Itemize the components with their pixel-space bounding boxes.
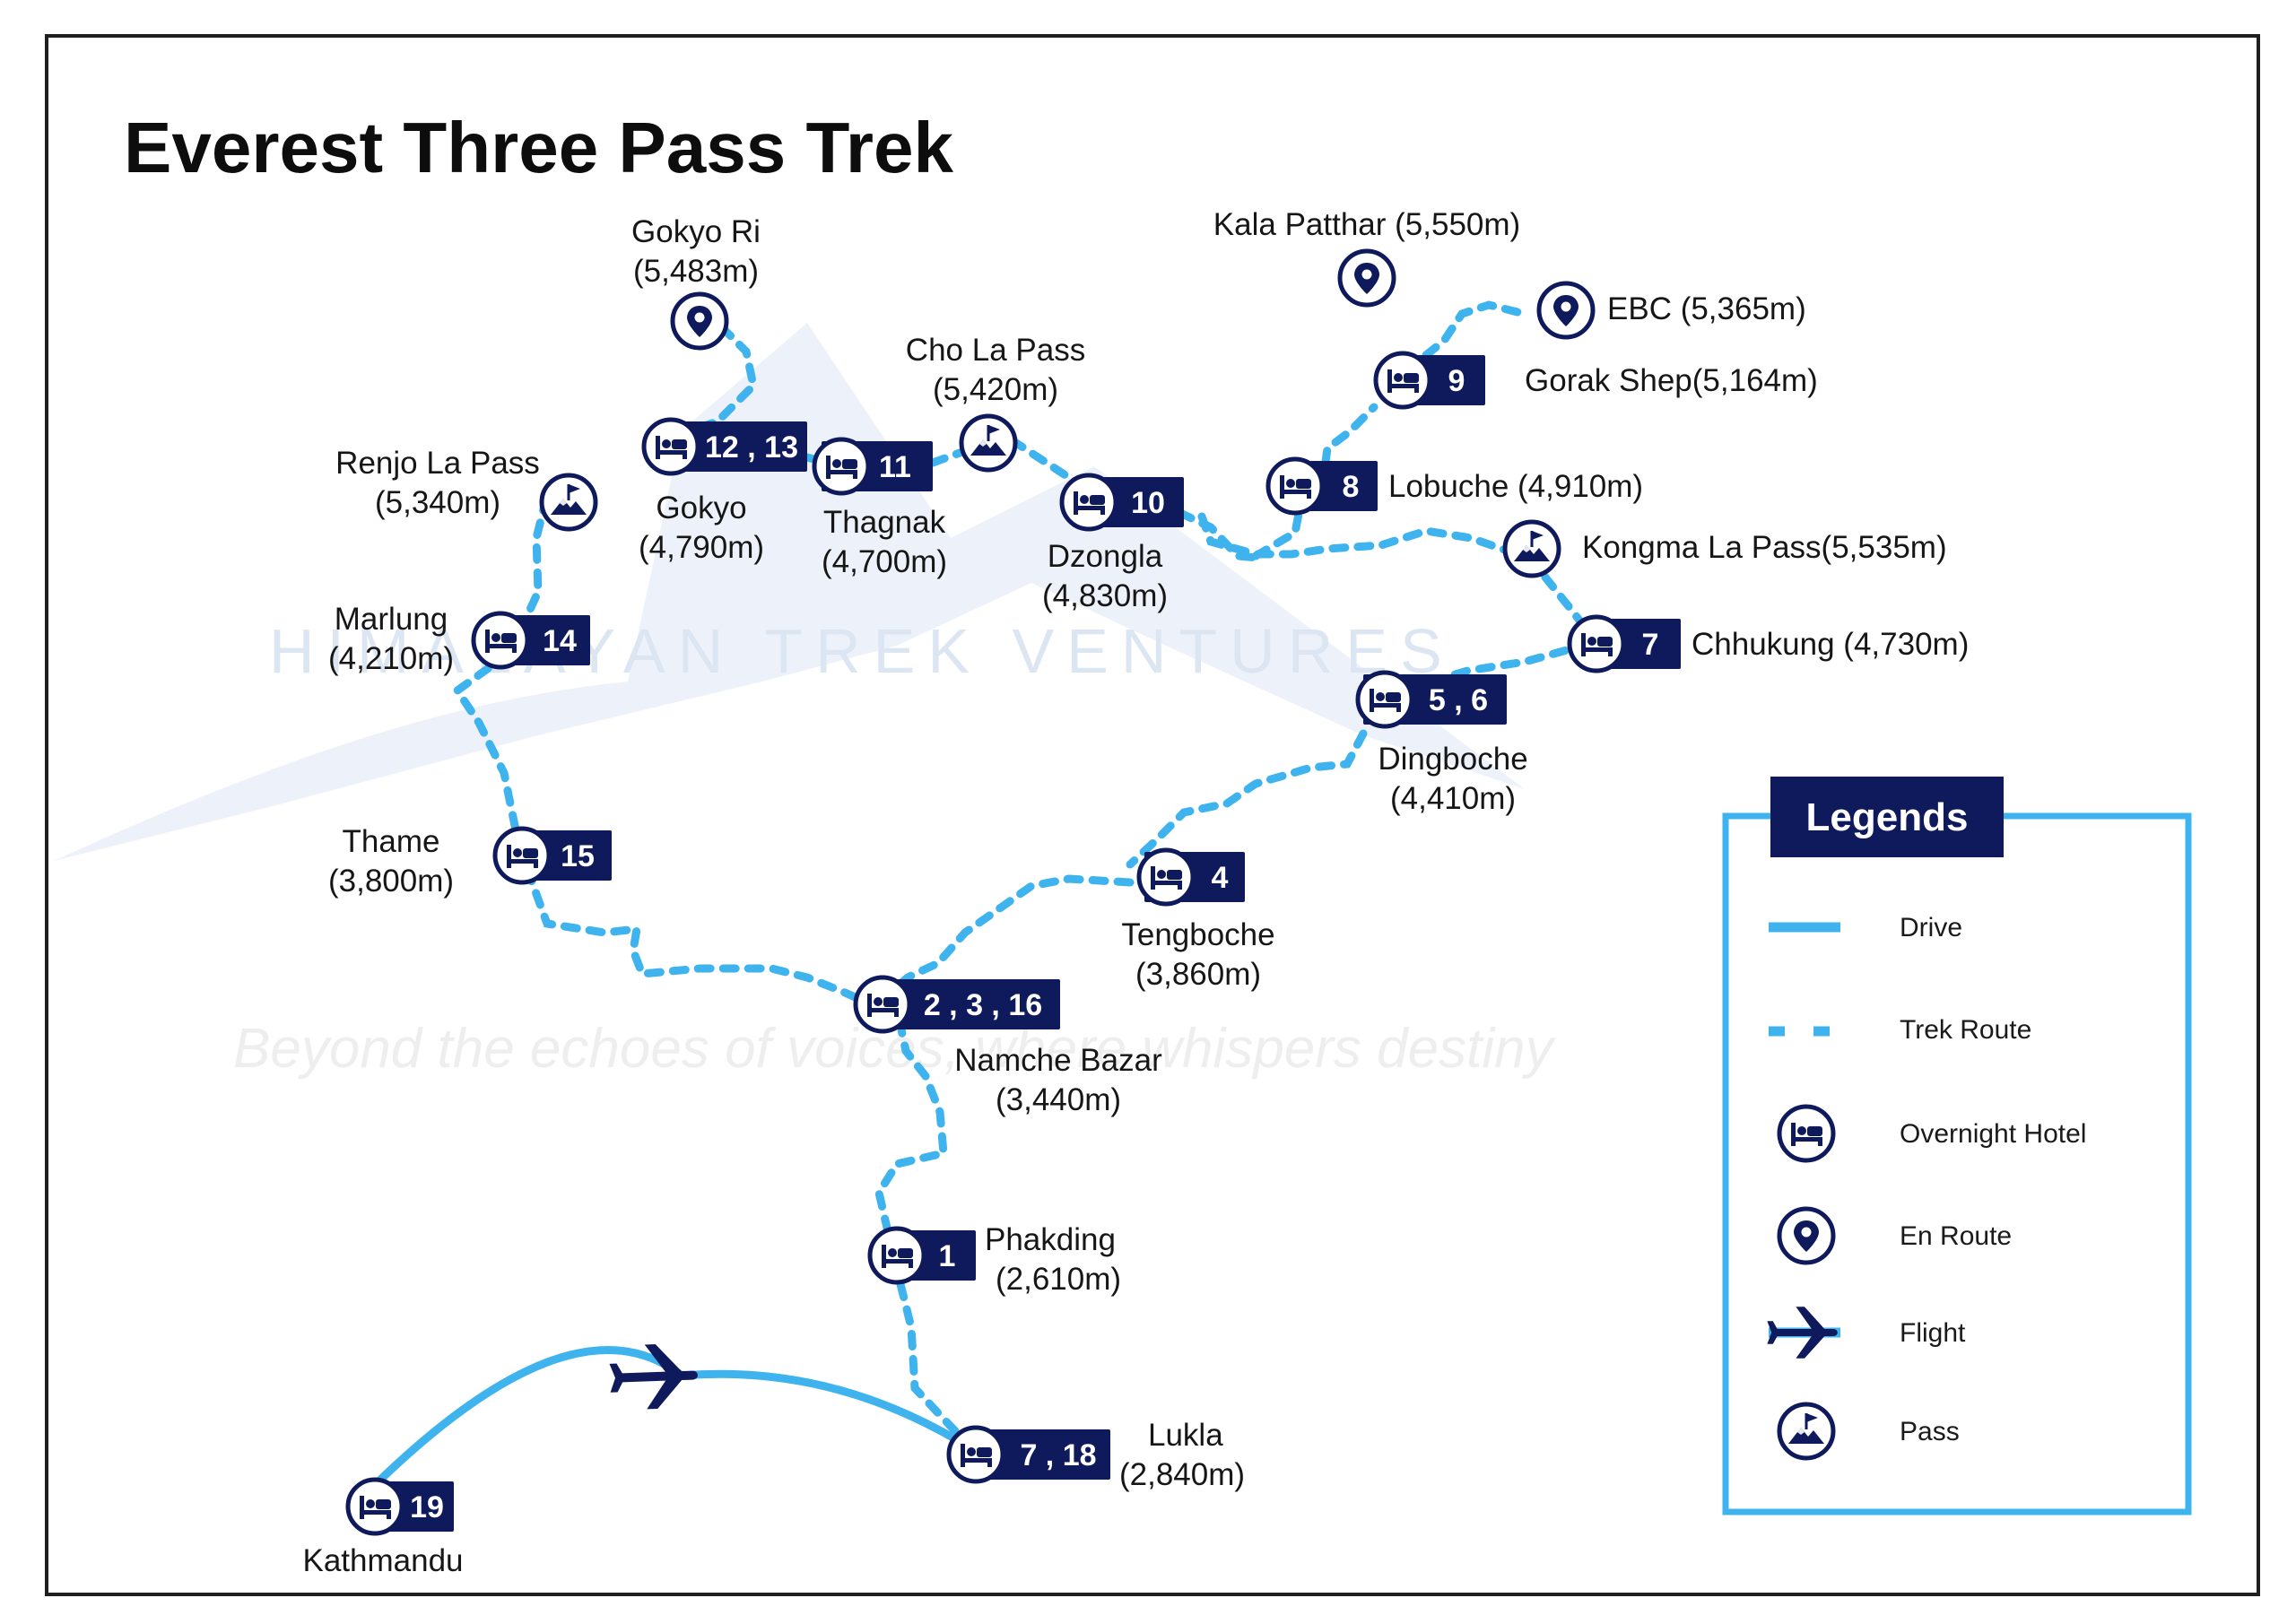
stop-badge: 9 [1448, 364, 1465, 398]
legend-label: En Route [1900, 1221, 2012, 1251]
legend: Legends Drive Trek Route Overnight Hotel… [1722, 777, 2192, 1515]
stop-name: Lukla [1148, 1418, 1223, 1453]
stop-alt: (4,700m) [822, 544, 947, 579]
stop-alt: (4,830m) [1042, 578, 1168, 613]
stop-badge: 12 , 13 [705, 430, 798, 465]
stop-alt: (3,440m) [996, 1082, 1121, 1117]
stop-name: Tengboche [1121, 917, 1274, 952]
stop-badge: 15 [561, 839, 595, 873]
landmark-alt: (5,483m) [633, 254, 759, 289]
landmark-alt: (5,340m) [375, 485, 500, 520]
stop-name: Phakding [985, 1222, 1116, 1257]
legend-item-pass: Pass [1777, 1402, 1960, 1461]
stop-alt: (4,210m) [328, 641, 454, 676]
stop-badge: 14 [543, 624, 577, 658]
landmark-ebc[interactable]: EBC (5,365m) [1536, 281, 1806, 340]
stop-tengboche[interactable]: 4 Tengboche (3,860m) [1121, 847, 1275, 992]
legend-item-drive: Drive [1769, 913, 1962, 942]
landmark-name: Renjo La Pass [335, 446, 540, 481]
stop-badge: 5 , 6 [1429, 683, 1488, 717]
stop-thagnak[interactable]: 11 Thagnak (4,700m) [812, 437, 947, 579]
landmark-kongma-la[interactable]: Kongma La Pass(5,535m) [1502, 519, 1947, 578]
stop-dingboche[interactable]: 5 , 6 Dingboche (4,410m) [1355, 670, 1528, 816]
stop-badge: 10 [1131, 486, 1165, 520]
stop-badge: 2 , 3 , 16 [924, 988, 1042, 1022]
stop-alt: (2,610m) [996, 1262, 1121, 1297]
stop-dzongla[interactable]: 10 Dzongla (4,830m) [1042, 473, 1184, 613]
stop-alt: (3,860m) [1135, 957, 1261, 992]
stop-name: Dzongla [1048, 539, 1163, 574]
map-frame [45, 34, 2260, 1596]
stop-lobuche[interactable]: 8 Lobuche (4,910m) [1265, 456, 1643, 516]
stop-name: Lobuche (4,910m) [1388, 469, 1643, 504]
stop-alt: (2,840m) [1119, 1457, 1245, 1492]
landmark-name: Gokyo Ri [631, 214, 761, 249]
legend-item-flight: Flight [1767, 1307, 1966, 1359]
stop-name: Namche Bazar [954, 1043, 1162, 1078]
stop-phakding[interactable]: 1 Phakding (2,610m) [867, 1222, 1121, 1297]
legend-title: Legends [1806, 795, 1969, 839]
landmark-name: Kala Patthar (5,550m) [1213, 207, 1520, 242]
stop-name: Chhukung (4,730m) [1692, 627, 1969, 662]
stop-badge: 8 [1343, 470, 1360, 504]
legend-label: Pass [1900, 1417, 1960, 1446]
stop-marlung[interactable]: 14 Marlung (4,210m) [328, 602, 590, 676]
landmark-gokyo-ri[interactable]: Gokyo Ri (5,483m) [631, 214, 761, 351]
stop-namche[interactable]: 2 , 3 , 16 Namche Bazar (3,440m) [853, 975, 1162, 1117]
stop-gokyo[interactable]: 12 , 13 Gokyo (4,790m) [639, 417, 807, 565]
stop-badge: 7 [1642, 628, 1659, 662]
stop-kathmandu[interactable]: 19 Kathmandu [302, 1477, 464, 1578]
stop-chhukung[interactable]: 7 Chhukung (4,730m) [1567, 614, 1969, 673]
stop-name: Thame [343, 824, 440, 859]
stop-name: Kathmandu [302, 1543, 463, 1578]
stop-name: Gorak Shep(5,164m) [1525, 363, 1818, 398]
landmark-cho-la[interactable]: Cho La Pass (5,420m) [906, 333, 1085, 473]
legend-label: Overnight Hotel [1900, 1119, 2086, 1149]
legend-label: Trek Route [1900, 1015, 2031, 1045]
stop-name: Marlung [335, 602, 448, 637]
stop-badge: 11 [879, 450, 911, 484]
landmark-renjo-la[interactable]: Renjo La Pass (5,340m) [335, 446, 598, 532]
stop-lukla[interactable]: 7 , 18 Lukla (2,840m) [946, 1418, 1245, 1492]
legend-item-trek: Trek Route [1769, 1015, 2031, 1045]
stop-badge: 19 [410, 1490, 444, 1524]
page-title: Everest Three Pass Trek [124, 108, 954, 187]
stop-badge: 7 , 18 [1020, 1438, 1096, 1472]
stop-alt: (3,800m) [328, 864, 454, 899]
stop-badge: 4 [1212, 861, 1229, 895]
stop-gorakshep[interactable]: 9 Gorak Shep(5,164m) [1373, 351, 1818, 410]
legend-item-hotel: Overnight Hotel [1777, 1104, 2086, 1163]
stop-badge: 1 [939, 1239, 956, 1273]
stop-name: Dingboche [1378, 742, 1527, 777]
legend-label: Drive [1900, 913, 1962, 942]
stop-thame[interactable]: 15 Thame (3,800m) [328, 824, 612, 899]
legend-label: Flight [1900, 1318, 1966, 1348]
stop-alt: (4,410m) [1390, 781, 1516, 816]
landmark-name: Cho La Pass [906, 333, 1085, 368]
watermark-brand: HIMALAYAN TREK VENTURES [269, 616, 1455, 686]
landmark-name: Kongma La Pass(5,535m) [1582, 530, 1947, 565]
stop-name: Thagnak [823, 505, 946, 540]
landmark-name: EBC (5,365m) [1607, 291, 1806, 326]
landmark-kala-patthar[interactable]: Kala Patthar (5,550m) [1213, 207, 1520, 308]
landmark-alt: (5,420m) [933, 372, 1058, 407]
legend-item-enroute: En Route [1777, 1206, 2012, 1265]
stop-name: Gokyo [656, 491, 746, 525]
stop-alt: (4,790m) [639, 530, 764, 565]
